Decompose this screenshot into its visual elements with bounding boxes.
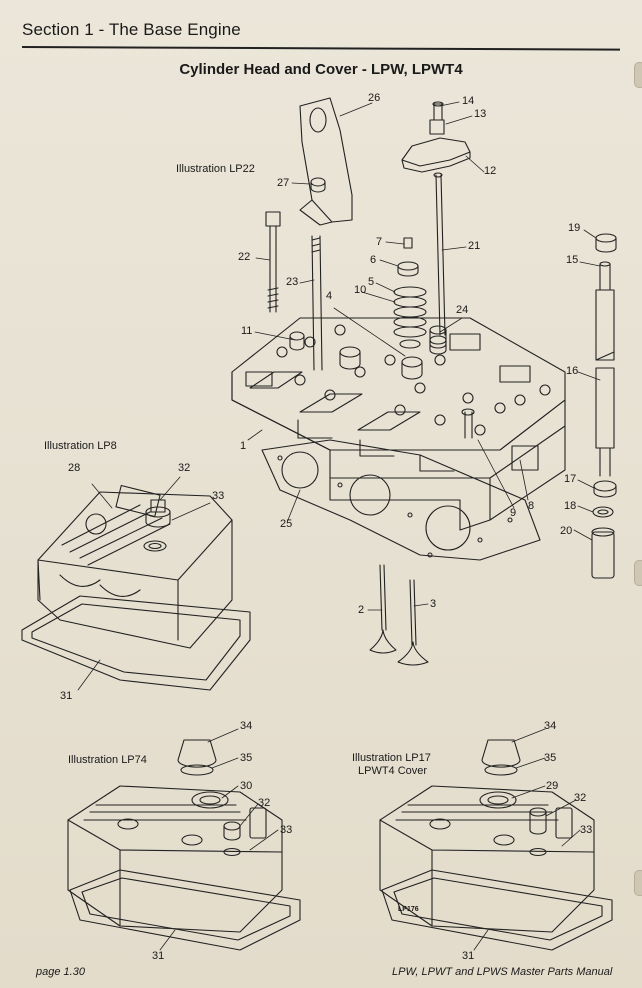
callout-lp74-34: 34 bbox=[240, 720, 253, 732]
illustration-code-lp176: LP176 bbox=[398, 906, 419, 913]
illustration-label-lp8: Illustration LP8 bbox=[44, 440, 117, 452]
callout-6: 6 bbox=[370, 254, 377, 266]
callout-lp74-35: 35 bbox=[240, 752, 253, 764]
page-title: Cylinder Head and Cover - LPW, LPWT4 bbox=[179, 61, 463, 78]
page-number: page 1.30 bbox=[36, 966, 85, 978]
rocker-cover-lp8-drawing bbox=[21, 476, 251, 691]
callout-27: 27 bbox=[277, 177, 290, 189]
callout-7: 7 bbox=[376, 236, 383, 248]
rocker-arm-drawing bbox=[401, 101, 471, 173]
callout-9: 9 bbox=[510, 507, 517, 519]
callout-15: 15 bbox=[566, 254, 579, 266]
callout-33: 33 bbox=[212, 490, 225, 502]
stud-23-drawing bbox=[311, 235, 323, 371]
washer-27-drawing bbox=[310, 177, 326, 187]
callout-16: 16 bbox=[566, 365, 579, 377]
illustration-label-lp17-sub: LPWT4 Cover bbox=[358, 765, 428, 777]
section-header: Section 1 - The Base Engine bbox=[22, 20, 241, 39]
callout-22: 22 bbox=[238, 251, 251, 263]
callout-lp74-32: 32 bbox=[258, 797, 271, 809]
callout-lp17-33: 33 bbox=[580, 824, 593, 836]
valves-drawing bbox=[369, 564, 429, 666]
callout-1: 1 bbox=[240, 440, 247, 452]
callout-21: 21 bbox=[468, 240, 481, 252]
callout-lp17-34: 34 bbox=[544, 720, 557, 732]
callout-5: 5 bbox=[368, 276, 375, 288]
illustration-label-lp74: Illustration LP74 bbox=[68, 754, 147, 766]
callout-14: 14 bbox=[462, 95, 475, 107]
head-gasket-drawing bbox=[261, 439, 541, 561]
callout-31: 31 bbox=[60, 690, 73, 702]
callout-17: 17 bbox=[564, 473, 577, 485]
pushrod-21-drawing bbox=[435, 174, 441, 336]
rocker-bracket-drawing bbox=[299, 97, 353, 226]
callout-20: 20 bbox=[560, 525, 573, 537]
callout-lp17-29: 29 bbox=[546, 780, 559, 792]
callout-12: 12 bbox=[484, 165, 497, 177]
callout-4: 4 bbox=[326, 290, 333, 302]
callout-3: 3 bbox=[430, 598, 437, 610]
manual-title: LPW, LPWT and LPWS Master Parts Manual bbox=[392, 966, 613, 978]
illustration-label-lp17: Illustration LP17 bbox=[352, 752, 431, 764]
callout-32: 32 bbox=[178, 462, 191, 474]
callout-2: 2 bbox=[358, 604, 365, 616]
illustration-label-lp22: Illustration LP22 bbox=[176, 163, 255, 175]
callout-28: 28 bbox=[68, 462, 81, 474]
callout-8: 8 bbox=[528, 500, 535, 512]
callout-25: 25 bbox=[280, 518, 293, 530]
callout-lp74-31: 31 bbox=[152, 950, 165, 962]
callout-23: 23 bbox=[286, 276, 299, 288]
callout-lp74-30: 30 bbox=[240, 780, 253, 792]
cylinder-head-drawing bbox=[231, 317, 566, 531]
binder-hole-bottom bbox=[634, 870, 642, 896]
binder-hole-mid bbox=[634, 560, 642, 586]
bolt-22-drawing bbox=[265, 211, 281, 313]
callout-lp17-35: 35 bbox=[544, 752, 557, 764]
callout-24: 24 bbox=[456, 304, 469, 316]
rocker-cover-lp74-drawing bbox=[67, 728, 301, 951]
binder-hole-top bbox=[634, 62, 642, 88]
callout-11: 11 bbox=[241, 325, 253, 337]
cap-24-drawing bbox=[429, 329, 447, 349]
callout-lp17-31: 31 bbox=[462, 950, 475, 962]
tube-assembly-drawing bbox=[591, 233, 617, 579]
rocker-cover-lp17-drawing bbox=[379, 728, 613, 951]
callout-19: 19 bbox=[568, 222, 581, 234]
callout-lp17-32: 32 bbox=[574, 792, 587, 804]
leader-lines-lp22 bbox=[247, 101, 601, 611]
valve-spring-drawing bbox=[393, 237, 427, 349]
callout-13: 13 bbox=[474, 108, 487, 120]
callout-lp74-33: 33 bbox=[280, 824, 293, 836]
callout-26: 26 bbox=[368, 92, 381, 104]
callout-18: 18 bbox=[564, 500, 577, 512]
callout-10: 10 bbox=[354, 284, 367, 296]
